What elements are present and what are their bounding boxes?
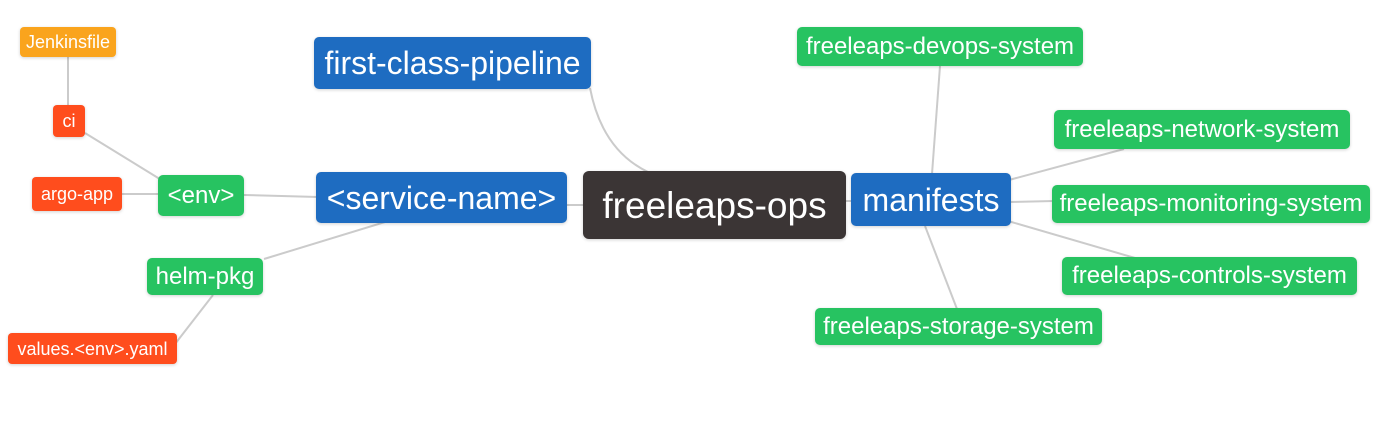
node-helm-pkg[interactable]: helm-pkg xyxy=(147,258,263,295)
node-first-class-pipeline[interactable]: first-class-pipeline xyxy=(314,37,591,89)
node-freeleaps-storage-system[interactable]: freeleaps-storage-system xyxy=(815,308,1102,345)
edge-service-name-helm-pkg xyxy=(263,221,386,260)
node-freeleaps-controls-system[interactable]: freeleaps-controls-system xyxy=(1062,257,1357,295)
edge-manifests-monitoring-system xyxy=(1008,200,1055,203)
node-manifests[interactable]: manifests xyxy=(851,173,1011,226)
edge-helm-pkg-values-env-yaml xyxy=(174,294,214,345)
edge-manifests-controls-system xyxy=(1007,220,1136,259)
node-argo-app[interactable]: argo-app xyxy=(32,177,122,211)
edge-manifests-network-system xyxy=(1008,148,1125,181)
node-jenkinsfile[interactable]: Jenkinsfile xyxy=(20,27,116,57)
edge-env-service-name xyxy=(243,194,319,198)
node-freeleaps-network-system[interactable]: freeleaps-network-system xyxy=(1054,110,1350,149)
node-freeleaps-ops-root[interactable]: freeleaps-ops xyxy=(583,171,846,239)
node-freeleaps-devops-system[interactable]: freeleaps-devops-system xyxy=(797,27,1083,66)
node-env[interactable]: <env> xyxy=(158,175,244,216)
node-ci[interactable]: ci xyxy=(53,105,85,137)
node-freeleaps-monitoring-system[interactable]: freeleaps-monitoring-system xyxy=(1052,185,1370,223)
node-values-env-yaml[interactable]: values.<env>.yaml xyxy=(8,333,177,364)
edge-manifests-devops-system xyxy=(931,65,941,175)
node-service-name[interactable]: <service-name> xyxy=(316,172,567,223)
edge-manifests-storage-system xyxy=(924,225,958,310)
edge-first-class-pipeline-ops xyxy=(589,87,649,173)
